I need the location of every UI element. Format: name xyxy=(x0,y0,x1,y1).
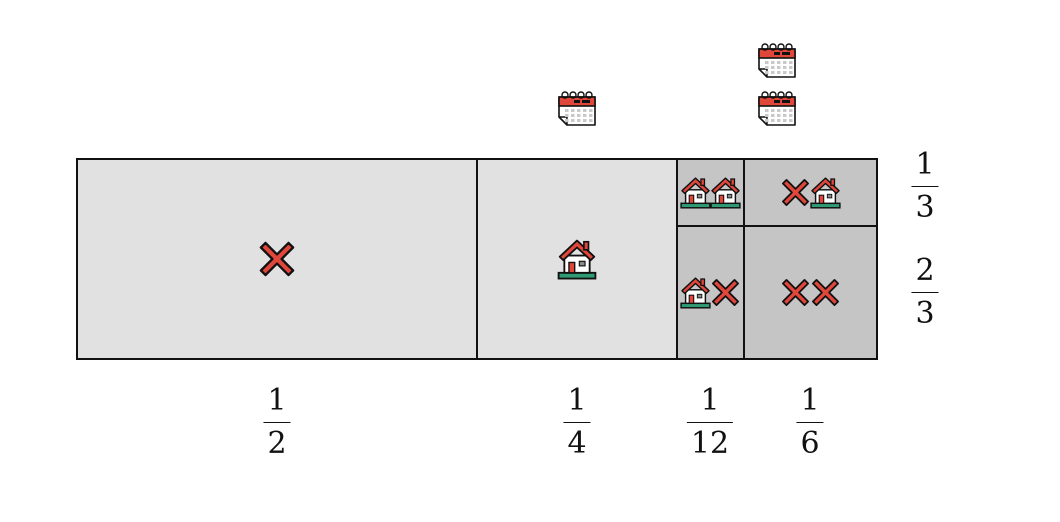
cross-icon xyxy=(781,178,810,207)
outcome-cell xyxy=(743,225,878,360)
column-fraction-label: 1 2 xyxy=(263,383,291,461)
fraction-bar xyxy=(796,422,824,423)
fraction-denominator: 3 xyxy=(915,190,935,225)
house-icon xyxy=(680,277,711,309)
grid-border xyxy=(76,158,878,360)
fraction-bar xyxy=(911,292,939,293)
fraction-numerator: 1 xyxy=(915,147,935,182)
fraction-numerator: 1 xyxy=(700,383,720,418)
cross-icon xyxy=(259,241,295,277)
cross-icon xyxy=(711,278,740,307)
column-fraction-label: 1 4 xyxy=(563,383,591,461)
calendar-stack xyxy=(558,43,796,126)
fraction-numerator: 1 xyxy=(567,383,587,418)
house-icon xyxy=(680,177,711,209)
cross-icon xyxy=(811,278,840,307)
fraction-bar xyxy=(911,186,939,187)
calendar-icon xyxy=(558,91,596,126)
fraction-denominator: 2 xyxy=(267,426,287,461)
house-icon xyxy=(710,177,741,209)
fraction-bar xyxy=(263,422,291,423)
fraction-bar xyxy=(686,422,734,423)
calendar-icon xyxy=(758,91,796,126)
row-fraction-label: 2 3 xyxy=(911,253,939,331)
fraction-denominator: 3 xyxy=(915,296,935,331)
cells xyxy=(76,158,878,360)
house-icon xyxy=(557,239,597,280)
fraction-numerator: 2 xyxy=(915,253,935,288)
outcome-cell xyxy=(743,158,878,227)
row-fraction-label: 1 3 xyxy=(911,147,939,225)
cross-icon xyxy=(781,278,810,307)
column-fraction-label: 1 12 xyxy=(686,383,734,461)
fraction-denominator: 4 xyxy=(567,426,587,461)
fraction-denominator: 6 xyxy=(800,426,820,461)
fraction-bar xyxy=(563,422,591,423)
calendar-icon xyxy=(758,43,796,78)
house-icon xyxy=(810,177,841,209)
fraction-numerator: 1 xyxy=(267,383,287,418)
fraction-denominator: 12 xyxy=(690,426,730,461)
column-fraction-label: 1 6 xyxy=(796,383,824,461)
fraction-numerator: 1 xyxy=(800,383,820,418)
